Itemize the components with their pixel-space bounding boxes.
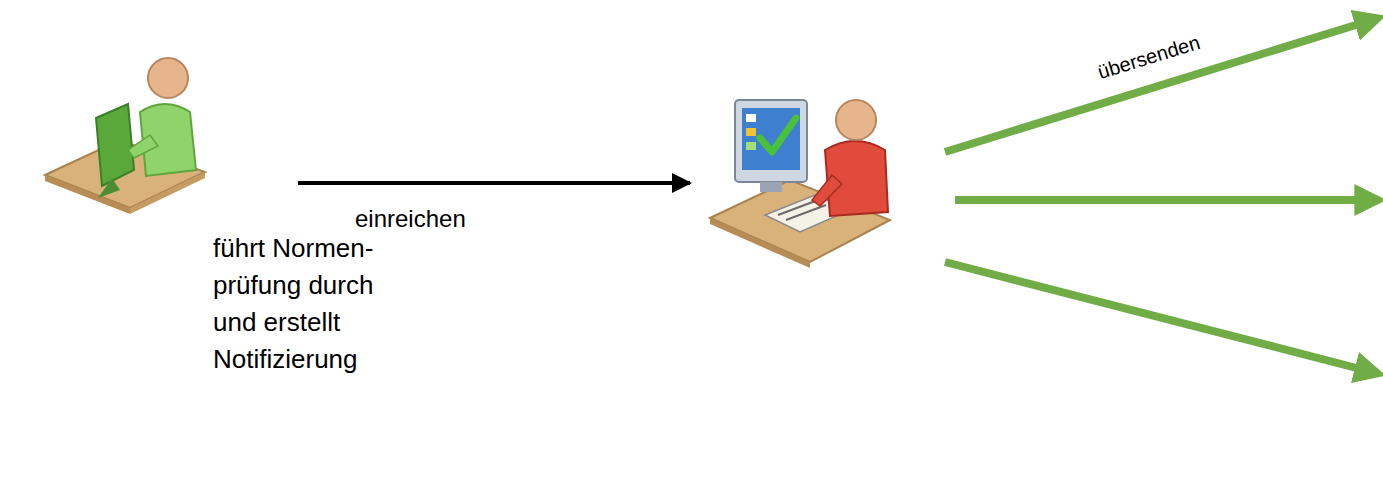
outgoing-arrow [955, 196, 1372, 204]
submit-arrow [298, 181, 690, 185]
outgoing-arrow [945, 20, 1372, 152]
sender-person-icon [45, 58, 205, 214]
node-caption: führt Normen- prüfung durch und erstellt… [213, 230, 391, 378]
person-node: führt Normen- prüfung durch und erstellt… [40, 40, 298, 210]
person-node [690, 95, 895, 270]
receiver-person-icon [710, 100, 890, 268]
edge-label: einreichen [355, 205, 466, 233]
outgoing-arrow [945, 262, 1372, 372]
